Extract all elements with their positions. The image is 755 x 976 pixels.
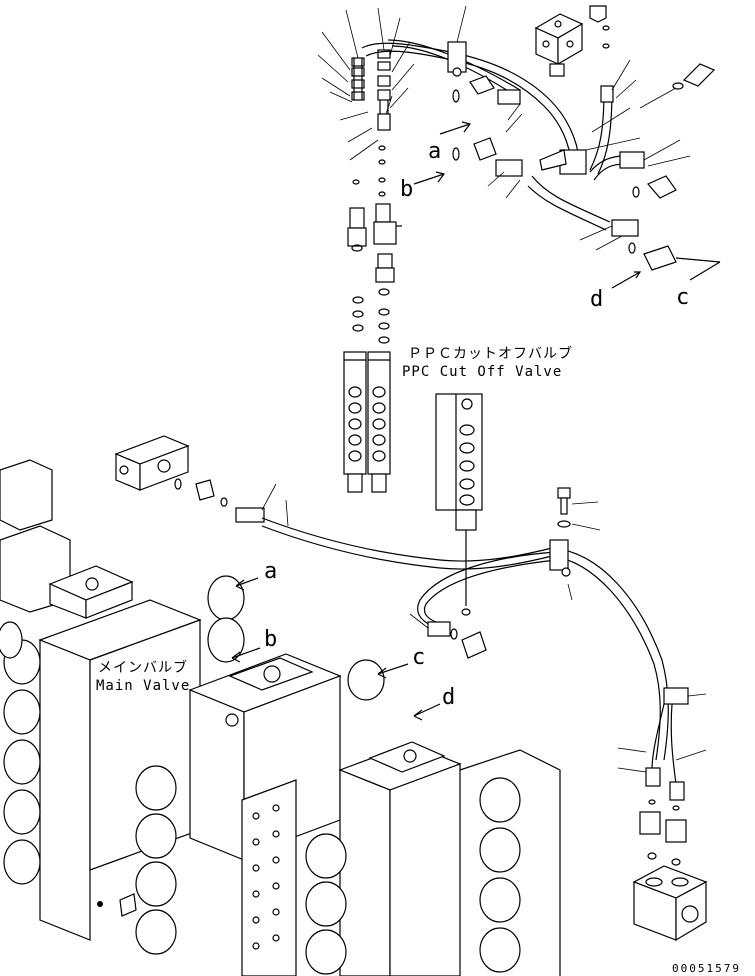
elbow-fitting-top [589,5,607,23]
callout-b-main: b [264,627,277,652]
hose-end-lower [611,219,639,237]
caption-main-jp: メインバルブ [98,659,188,676]
callout-a-main: a [264,559,277,584]
hose-end-left [235,507,265,523]
hose-end-right [619,151,645,169]
ppc-fittings-column [347,203,402,344]
part-id: 00051579 [672,962,741,975]
left-manifold-block [114,435,289,527]
caption-ppc-en: PPC Cut Off Valve [402,364,562,380]
callout-d-top: d [590,287,603,312]
callout-a-top: a [428,139,441,164]
hose-clamp-right [663,687,689,705]
caption-main-en: Main Valve [96,678,190,694]
main-valve-assembly [0,459,561,976]
callout-c-top: c [676,285,689,310]
fitting-center-lower [495,159,523,177]
top-hose-assembly [317,5,721,289]
ppc-cutoff-valve-double [343,351,391,493]
ppc-cutoff-valve-single [435,393,483,616]
valve-block-bottom-right [632,865,708,942]
bolt-top [639,63,716,109]
valve-block-top [534,13,584,77]
callout-d-main: d [442,685,455,710]
fitting-center-upper [497,89,521,105]
bolt-mid [557,487,601,531]
hose-fitting-stack-right [377,49,391,131]
callout-b-top: b [400,177,413,202]
hose-clamp-mid [549,539,569,571]
caption-ppc-jp: ＰＰＣカットオフバルブ [408,345,573,362]
callout-c-main: c [412,645,425,670]
hose-fitting-stack-left [351,57,365,101]
hose-end-ppc [427,621,451,637]
